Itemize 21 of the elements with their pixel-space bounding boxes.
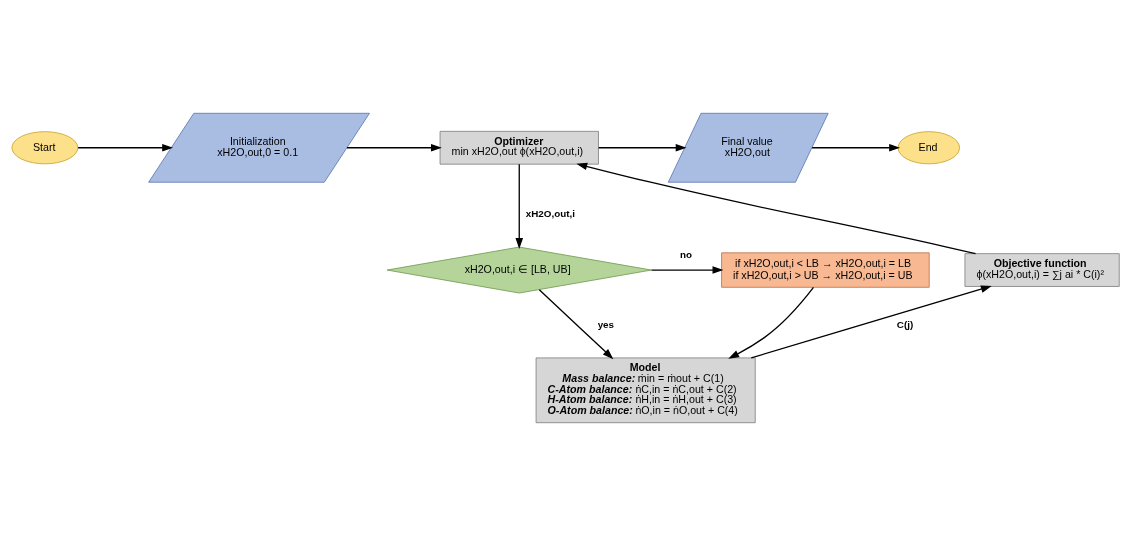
arrow [750,284,992,359]
node-ellipse: End [897,130,960,164]
edge-label: C(j) [896,318,914,330]
node-box: Optimizer min xH2O,out ϕ(xH2O,out,i) [439,130,599,165]
node-box: Objective function ϕ(xH2O,out,i) = ∑j ai * C(i)² [964,252,1120,287]
arrow [728,286,815,359]
arrow [538,288,614,359]
edge-label: no [679,248,692,260]
arrow [515,163,524,249]
edge-label: yes [597,318,615,330]
node-box: Model Mass balance: ṁin = ṁout + C(1) C-Atom balance: ṅC,in = ṅC,out + C(2) H-Atom balance: ṅH,in = ṅH,out + C(3) O-Atom balance: ṅO,in = ṅO,out + C(4) [535,356,756,423]
arrow [811,143,900,152]
arrow [576,162,977,254]
edge-label: xH2O,out,i [525,207,575,219]
node-diamond: xH2O,out,i ∈ [LB, UB] [386,246,652,293]
arrow [650,265,724,274]
arrow [77,143,174,152]
node-ellipse: Start [11,130,79,164]
arrow [598,143,687,152]
arrow [346,143,442,152]
node-box: if xH2O,out,i < LB → xH2O,out,i = LB if xH2O,out,i > UB → xH2O,out,i = UB [721,251,930,288]
